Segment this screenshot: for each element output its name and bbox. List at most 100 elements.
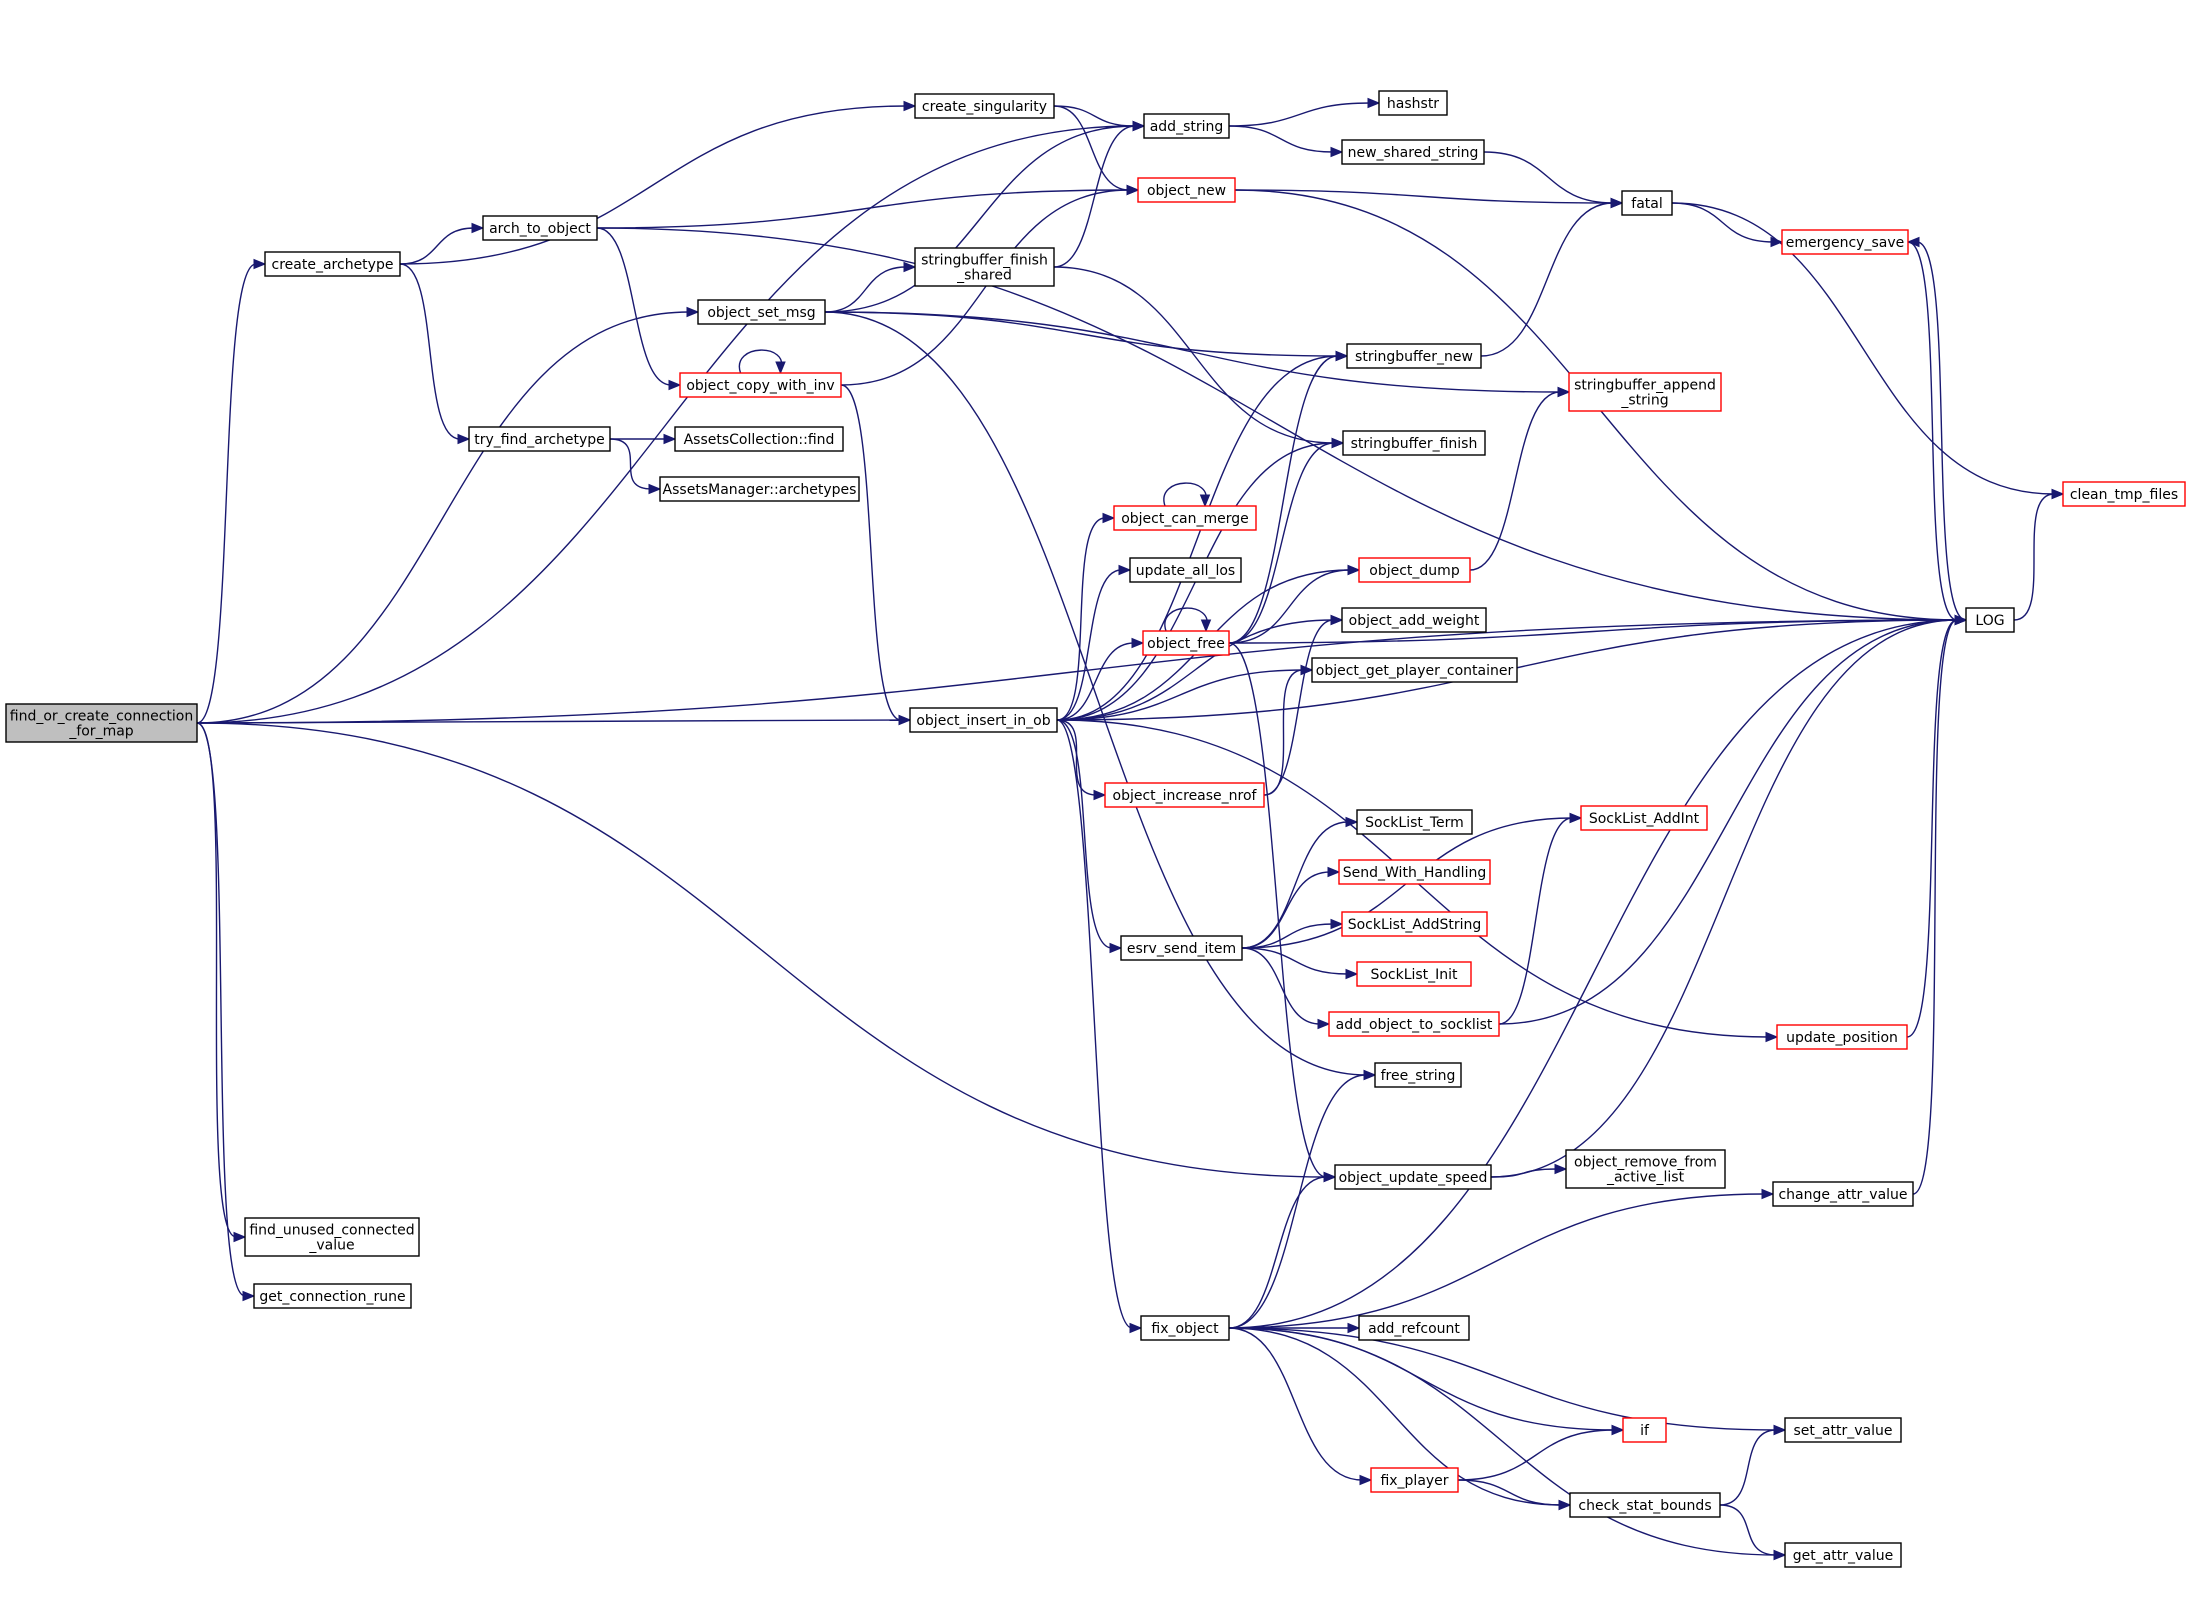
node-fatal[interactable]: fatal	[1621, 190, 1673, 216]
node-label-socklist-addstring: SockList_AddString	[1348, 917, 1482, 933]
node-label-fix-player: fix_player	[1380, 1473, 1448, 1489]
edge-fix-player-to-check-stat-bounds	[1457, 1479, 1572, 1511]
node-object-increase-nrof[interactable]: object_increase_nrof	[1104, 782, 1265, 808]
node-label-create-singularity: create_singularity	[922, 99, 1047, 115]
node-label-stringbuffer-new: stringbuffer_new	[1355, 349, 1473, 365]
node-box-object-set-msg	[697, 299, 826, 325]
node-box-fatal	[1621, 190, 1673, 216]
node-stringbuffer-finish[interactable]: stringbuffer_finish	[1342, 430, 1486, 456]
node-clean-tmp-files[interactable]: clean_tmp_files	[2062, 481, 2186, 507]
node-socklist-addint[interactable]: SockList_AddInt	[1580, 805, 1708, 831]
node-box-add-string	[1143, 113, 1230, 139]
node-label-if: if	[1640, 1423, 1650, 1439]
node-label-create-archetype: create_archetype	[272, 257, 394, 273]
node-add-object-to-socklist[interactable]: add_object_to_socklist	[1328, 1011, 1500, 1037]
node-object-copy-with-inv[interactable]: object_copy_with_inv	[679, 372, 842, 398]
node-box-add-refcount	[1358, 1315, 1470, 1341]
edge-fix-object-to-object-update-speed	[1228, 1171, 1337, 1329]
edge-esrv-send-item-to-send-with-handling	[1241, 866, 1341, 949]
node-free-string[interactable]: free_string	[1374, 1062, 1462, 1088]
node-object-insert-in-ob[interactable]: object_insert_in_ob	[909, 707, 1058, 733]
node-find-unused-connected-value[interactable]: find_unused_connected_value	[244, 1217, 420, 1257]
node-add-string[interactable]: add_string	[1143, 113, 1230, 139]
node-object-add-weight[interactable]: object_add_weight	[1341, 607, 1487, 633]
node-label-add-object-to-socklist: add_object_to_socklist	[1336, 1017, 1493, 1033]
node-object-can-merge[interactable]: object_can_merge	[1113, 505, 1257, 531]
edge-object-insert-in-ob-to-update-all-los	[1056, 564, 1132, 721]
node-object-get-player-container[interactable]: object_get_player_container	[1311, 657, 1518, 683]
node-new-shared-string[interactable]: new_shared_string	[1341, 139, 1485, 165]
edge-object-dump-to-stringbuffer-append-string	[1469, 386, 1571, 571]
node-hashstr[interactable]: hashstr	[1378, 90, 1448, 116]
node-object-set-msg[interactable]: object_set_msg	[697, 299, 826, 325]
node-label-object-dump: object_dump	[1369, 563, 1460, 579]
node-box-stringbuffer-new	[1346, 343, 1482, 369]
node-update-all-los[interactable]: update_all_los	[1129, 557, 1242, 583]
node-label-update-all-los: update_all_los	[1136, 563, 1235, 579]
node-get-attr-value[interactable]: get_attr_value	[1784, 1542, 1902, 1568]
edge-fix-object-to-get-attr-value	[1228, 1327, 1787, 1561]
node-stringbuffer-new[interactable]: stringbuffer_new	[1346, 343, 1482, 369]
edge-try-find-archetype-to-assets-archetypes	[609, 438, 662, 495]
node-add-refcount[interactable]: add_refcount	[1358, 1315, 1470, 1341]
node-find-or-create[interactable]: find_or_create_connection_for_map	[5, 703, 198, 743]
node-object-new[interactable]: object_new	[1137, 177, 1236, 203]
node-label-send-with-handling: Send_With_Handling	[1343, 865, 1486, 881]
node-stringbuffer-append-string[interactable]: stringbuffer_append_string	[1568, 372, 1722, 412]
node-fix-player[interactable]: fix_player	[1370, 1467, 1459, 1493]
node-label-object-get-player-container: object_get_player_container	[1316, 663, 1514, 679]
edge-add-object-to-socklist-to-log	[1498, 614, 1968, 1025]
node-box-socklist-init	[1356, 961, 1472, 987]
node-box-get-attr-value	[1784, 1542, 1902, 1568]
node-object-remove-from-active-list[interactable]: object_remove_from_active_list	[1565, 1149, 1726, 1189]
node-esrv-send-item[interactable]: esrv_send_item	[1120, 935, 1243, 961]
node-socklist-addstring[interactable]: SockList_AddString	[1341, 911, 1488, 937]
node-get-connection-rune[interactable]: get_connection_rune	[253, 1283, 412, 1309]
node-label-object-remove-from-active-list-1: object_remove_from	[1574, 1155, 1717, 1171]
node-label-fatal: fatal	[1631, 196, 1662, 212]
node-arch-to-object[interactable]: arch_to_object	[482, 215, 598, 241]
node-object-dump[interactable]: object_dump	[1358, 557, 1471, 583]
node-fix-object[interactable]: fix_object	[1140, 1315, 1230, 1341]
node-create-singularity[interactable]: create_singularity	[914, 93, 1055, 119]
node-label-stringbuffer-finish-shared-2: _shared	[956, 268, 1012, 284]
edge-object-free-to-object-free	[1164, 607, 1212, 633]
node-try-find-archetype[interactable]: try_find_archetype	[468, 426, 611, 452]
node-box-esrv-send-item	[1120, 935, 1243, 961]
node-box-set-attr-value	[1784, 1417, 1902, 1443]
node-if[interactable]: if	[1622, 1417, 1667, 1443]
node-box-fix-player	[1370, 1467, 1459, 1493]
edge-create-archetype-to-arch-to-object	[399, 222, 485, 265]
node-label-get-connection-rune: get_connection_rune	[259, 1289, 405, 1305]
node-stringbuffer-finish-shared[interactable]: stringbuffer_finish_shared	[914, 247, 1055, 287]
node-assets-find[interactable]: AssetsCollection::find	[674, 426, 844, 452]
node-box-hashstr	[1378, 90, 1448, 116]
node-set-attr-value[interactable]: set_attr_value	[1784, 1417, 1902, 1443]
node-create-archetype[interactable]: create_archetype	[264, 251, 401, 277]
edge-object-insert-in-ob-to-fix-object	[1056, 719, 1143, 1334]
node-object-update-speed[interactable]: object_update_speed	[1334, 1164, 1492, 1190]
node-label-object-copy-with-inv: object_copy_with_inv	[686, 378, 834, 394]
node-log[interactable]: LOG	[1965, 607, 2015, 633]
node-label-add-refcount: add_refcount	[1368, 1321, 1460, 1337]
node-assets-archetypes[interactable]: AssetsManager::archetypes	[659, 476, 860, 502]
node-send-with-handling[interactable]: Send_With_Handling	[1338, 859, 1491, 885]
node-emergency-save[interactable]: emergency_save	[1781, 229, 1909, 255]
node-label-check-stat-bounds: check_stat_bounds	[1578, 1498, 1711, 1514]
node-socklist-init[interactable]: SockList_Init	[1356, 961, 1472, 987]
edge-create-archetype-to-create-singularity	[399, 100, 917, 265]
edge-stringbuffer-new-to-fatal	[1480, 197, 1624, 357]
edge-create-archetype-to-try-find-archetype	[399, 263, 471, 445]
node-label-add-string: add_string	[1150, 119, 1224, 135]
node-socklist-term[interactable]: SockList_Term	[1356, 809, 1473, 835]
node-label-object-set-msg: object_set_msg	[707, 305, 815, 321]
edge-object-free-to-stringbuffer-new	[1228, 350, 1349, 644]
node-change-attr-value[interactable]: change_attr_value	[1772, 1181, 1914, 1207]
edge-check-stat-bounds-to-set-attr-value	[1719, 1424, 1787, 1506]
node-check-stat-bounds[interactable]: check_stat_bounds	[1569, 1492, 1721, 1518]
edge-fix-object-to-set-attr-value	[1228, 1327, 1787, 1436]
node-update-position[interactable]: update_position	[1776, 1024, 1908, 1050]
node-object-free[interactable]: object_free	[1142, 630, 1230, 656]
node-box-stringbuffer-finish	[1342, 430, 1486, 456]
